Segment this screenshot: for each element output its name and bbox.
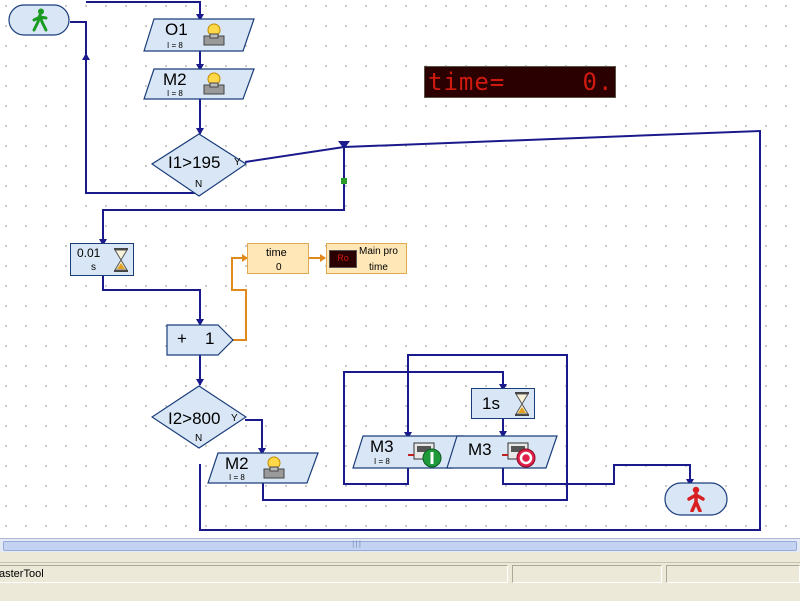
lamp-output-icon bbox=[201, 71, 227, 102]
motor-output-block-m2[interactable]: M2 I = 8 bbox=[143, 68, 255, 100]
increment-block[interactable]: + 1 bbox=[166, 324, 234, 356]
branch-condition: I1>195 bbox=[168, 153, 221, 172]
wait-value: 1s bbox=[482, 394, 500, 413]
display-variable: time bbox=[369, 262, 388, 273]
status-bar: asterTool bbox=[0, 562, 800, 601]
stop-block[interactable] bbox=[664, 482, 728, 516]
motor-name: M2 bbox=[225, 454, 249, 473]
horizontal-scrollbar[interactable]: ||| bbox=[0, 538, 800, 552]
motor-output-block-m2-bottom[interactable]: M2 I = 8 bbox=[207, 452, 319, 484]
display-panel-icon: Ro bbox=[329, 250, 357, 268]
hourglass-icon bbox=[113, 247, 129, 278]
green-walking-man-icon bbox=[32, 8, 48, 37]
red-standing-man-icon bbox=[686, 486, 706, 517]
motor-param: I = 8 bbox=[167, 89, 183, 98]
led-time-display: time= 0. bbox=[424, 66, 616, 98]
increment-op: + bbox=[177, 329, 187, 348]
branch-no-label: N bbox=[195, 179, 203, 190]
status-pane-2 bbox=[512, 565, 662, 583]
window-frame-strip bbox=[0, 552, 800, 562]
variable-name: time bbox=[266, 247, 287, 259]
motor-param: I = 8 bbox=[229, 473, 245, 482]
motor-name: M2 bbox=[163, 70, 187, 89]
variable-block-time[interactable]: time 0 bbox=[247, 243, 309, 274]
lamp-output-icon bbox=[261, 455, 287, 486]
output-param: I = 8 bbox=[167, 41, 183, 50]
status-pane-3 bbox=[666, 565, 800, 583]
motor-param: I = 8 bbox=[374, 457, 390, 466]
branch-block-i1[interactable]: I1>195 Y N bbox=[150, 133, 248, 197]
display-block[interactable]: Ro Main pro time bbox=[326, 243, 407, 274]
lamp-output-block-o1[interactable]: O1 I = 8 bbox=[143, 18, 255, 52]
branch-no-label: N bbox=[195, 433, 203, 444]
motor-name: M3 bbox=[370, 437, 394, 456]
motor-block-m3-on[interactable]: M3 I = 8 bbox=[352, 435, 464, 469]
wait-block-001s[interactable]: 0.01 s bbox=[70, 243, 134, 276]
wire-layer bbox=[70, 1, 761, 531]
increment-value: 1 bbox=[205, 329, 215, 348]
hourglass-icon bbox=[514, 391, 530, 422]
display-icon-text: Ro bbox=[337, 253, 349, 263]
scrollbar-thumb[interactable] bbox=[3, 541, 797, 551]
status-text: asterTool bbox=[0, 568, 44, 580]
lamp-output-icon bbox=[201, 22, 227, 53]
branch-block-i2[interactable]: I2>800 Y N bbox=[150, 385, 248, 449]
output-name: O1 bbox=[165, 20, 188, 39]
wait-value: 0.01 bbox=[77, 246, 101, 260]
status-pane-app: asterTool bbox=[0, 565, 508, 583]
wait-unit: s bbox=[91, 262, 96, 273]
start-block[interactable] bbox=[8, 4, 70, 36]
flowchart-canvas[interactable]: O1 I = 8 M2 I = 8 I1>195 Y N time= 0. 0.… bbox=[0, 0, 800, 538]
branch-yes-label: Y bbox=[234, 157, 241, 168]
scrollbar-grip-icon: ||| bbox=[352, 540, 363, 548]
branch-yes-label: Y bbox=[231, 413, 238, 424]
wait-block-1s[interactable]: 1s bbox=[471, 388, 535, 419]
red-stop-icon bbox=[516, 448, 536, 473]
motor-name: M3 bbox=[468, 440, 492, 459]
motor-block-m3-off[interactable]: M3 bbox=[446, 435, 558, 469]
green-on-icon bbox=[422, 448, 442, 473]
branch-condition: I2>800 bbox=[168, 409, 221, 428]
display-title: Main pro bbox=[359, 246, 398, 257]
variable-value: 0 bbox=[276, 262, 282, 273]
